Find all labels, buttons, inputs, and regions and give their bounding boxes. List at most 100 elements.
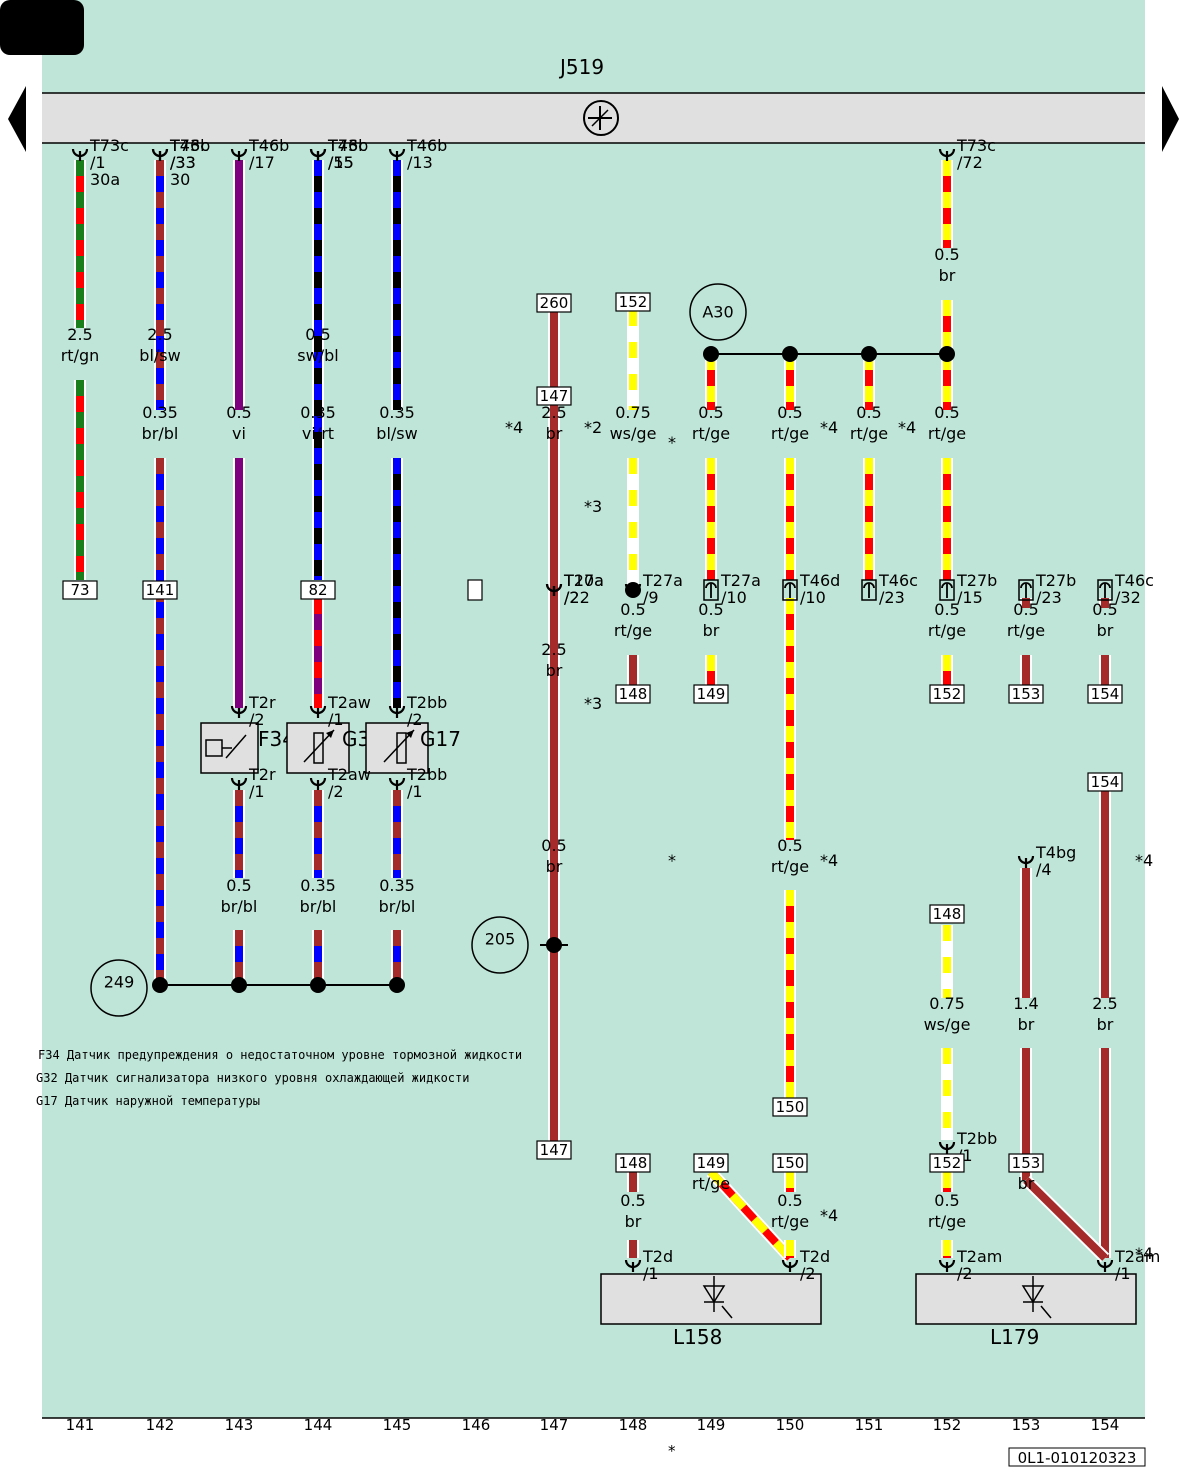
wire-color: br [1018, 1015, 1035, 1034]
circle-a30: A30 [689, 283, 747, 341]
connector-pin: /1 [249, 782, 265, 801]
note-mark: *4 [898, 418, 916, 437]
connector-name: T46b [248, 136, 289, 155]
circle-205: 205 [471, 916, 529, 974]
wire-size: 0.5 [226, 876, 251, 895]
column-number: 154 [1091, 1416, 1120, 1434]
wire-size: 0.5 [777, 403, 802, 422]
box-label: 152 [619, 293, 648, 311]
wire-color: bl/sw [376, 424, 417, 443]
j519-symbol-icon [583, 100, 619, 136]
note-mark: *4 [820, 1206, 838, 1225]
column-number: 150 [776, 1416, 805, 1434]
legend-f34: F34 Датчик предупреждения о недостаточно… [38, 1048, 522, 1062]
wire-color: br [625, 1212, 642, 1231]
box-label: 147 [540, 1141, 569, 1159]
connector-pin: /23 [879, 588, 905, 607]
column-number: 153 [1012, 1416, 1041, 1434]
wire-size: 0.35 [300, 403, 336, 422]
connector-pin: /1 [1115, 1264, 1131, 1283]
lamp-l179: L179 [915, 1273, 1137, 1349]
box-label: 150 [776, 1154, 805, 1172]
note-mark: * [668, 851, 676, 870]
next-page-arrow[interactable] [1162, 86, 1179, 152]
box-147 [536, 386, 572, 406]
wire-size: 0.5 [305, 325, 330, 344]
connector-name: T73c [169, 136, 209, 155]
sensor-g32: G32 [286, 722, 383, 774]
column-number: 151 [855, 1416, 884, 1434]
wire-color: ws/ge [610, 424, 657, 443]
connector-pin: /1 [90, 153, 106, 172]
box-label: 141 [146, 581, 175, 599]
box-153 [1008, 684, 1044, 704]
connector-name: T4bg [1035, 843, 1076, 862]
wire-color: br [939, 266, 956, 285]
wire-color: br/bl [221, 897, 258, 916]
box-label: 153 [1012, 1154, 1041, 1172]
connector-name: T73c [956, 136, 996, 155]
box-153 [1008, 1153, 1044, 1173]
box-label: 154 [1091, 773, 1120, 791]
wire-size: 2.5 [541, 403, 566, 422]
connector-pin: /9 [643, 588, 659, 607]
wire-size: 2.5 [1092, 994, 1117, 1013]
wire-color: br [1018, 1174, 1035, 1193]
box-152 [615, 292, 651, 312]
box-label: 148 [619, 685, 648, 703]
box-label: 82 [308, 581, 327, 599]
wire-color: br [1097, 1015, 1114, 1034]
column-number: 147 [540, 1416, 569, 1434]
wire-color: rt/ge [692, 424, 730, 443]
connector-name: T46c [878, 571, 918, 590]
prev-page-arrow[interactable] [8, 86, 26, 152]
wire-color: br/bl [300, 897, 337, 916]
wire-size: 0.5 [934, 403, 959, 422]
wire-size: 0.75 [615, 403, 651, 422]
box-150 [772, 1153, 808, 1173]
box-label: 148 [619, 1154, 648, 1172]
connector-pin: /17 [249, 153, 275, 172]
wire-size: 2.5 [67, 325, 92, 344]
svg-text:L158: L158 [673, 1325, 722, 1349]
connector-name: T2r [248, 765, 276, 784]
lamp-l158: L158 [600, 1273, 822, 1349]
connector-pin: /2 [800, 1264, 816, 1283]
box-260 [536, 293, 572, 313]
wire-size: 0.5 [1092, 600, 1117, 619]
note-mark: *4 [1135, 1244, 1153, 1263]
connector-pin: /32 [1115, 588, 1141, 607]
box-label: 149 [697, 1154, 726, 1172]
box-label: 147 [540, 387, 569, 405]
component-j519-label: J519 [558, 55, 604, 79]
connector-pin: /1 [643, 1264, 659, 1283]
wire-size: 0.5 [620, 1191, 645, 1210]
connector-pin: /2 [957, 1264, 973, 1283]
wire-color: sw/bl [297, 346, 338, 365]
connector-name: T27b [956, 571, 997, 590]
connector-name: T46d [799, 571, 840, 590]
connector-pin: /23 [1036, 588, 1062, 607]
note-mark: *3 [584, 694, 602, 713]
box-149 [693, 1153, 729, 1173]
wire-size: 0.5 [777, 836, 802, 855]
note-mark: *2 [584, 418, 602, 437]
connector-name: T2d [642, 1247, 673, 1266]
box-label: 152 [933, 685, 962, 703]
wire-labels: 2.5rt/gn2.5bl/sw0.5sw/bl0.35br/bl0.5vi0.… [61, 245, 1118, 1231]
connector-pin: /13 [407, 153, 433, 172]
wire-color: br/bl [142, 424, 179, 443]
connector-name: T2am [1114, 1247, 1160, 1266]
connector-name: T2d [799, 1247, 830, 1266]
wire-color: rt/ge [771, 1212, 809, 1231]
box-147 [536, 1140, 572, 1160]
connector-name: T27b [1035, 571, 1076, 590]
wire-size: 0.35 [379, 876, 415, 895]
wire-color: br [546, 661, 563, 680]
wire-color: vi/rt [302, 424, 334, 443]
wire-color: br/bl [379, 897, 416, 916]
column-number: 144 [304, 1416, 333, 1434]
connector-name: T46b [406, 136, 447, 155]
connector-name: T2bb [956, 1129, 997, 1148]
